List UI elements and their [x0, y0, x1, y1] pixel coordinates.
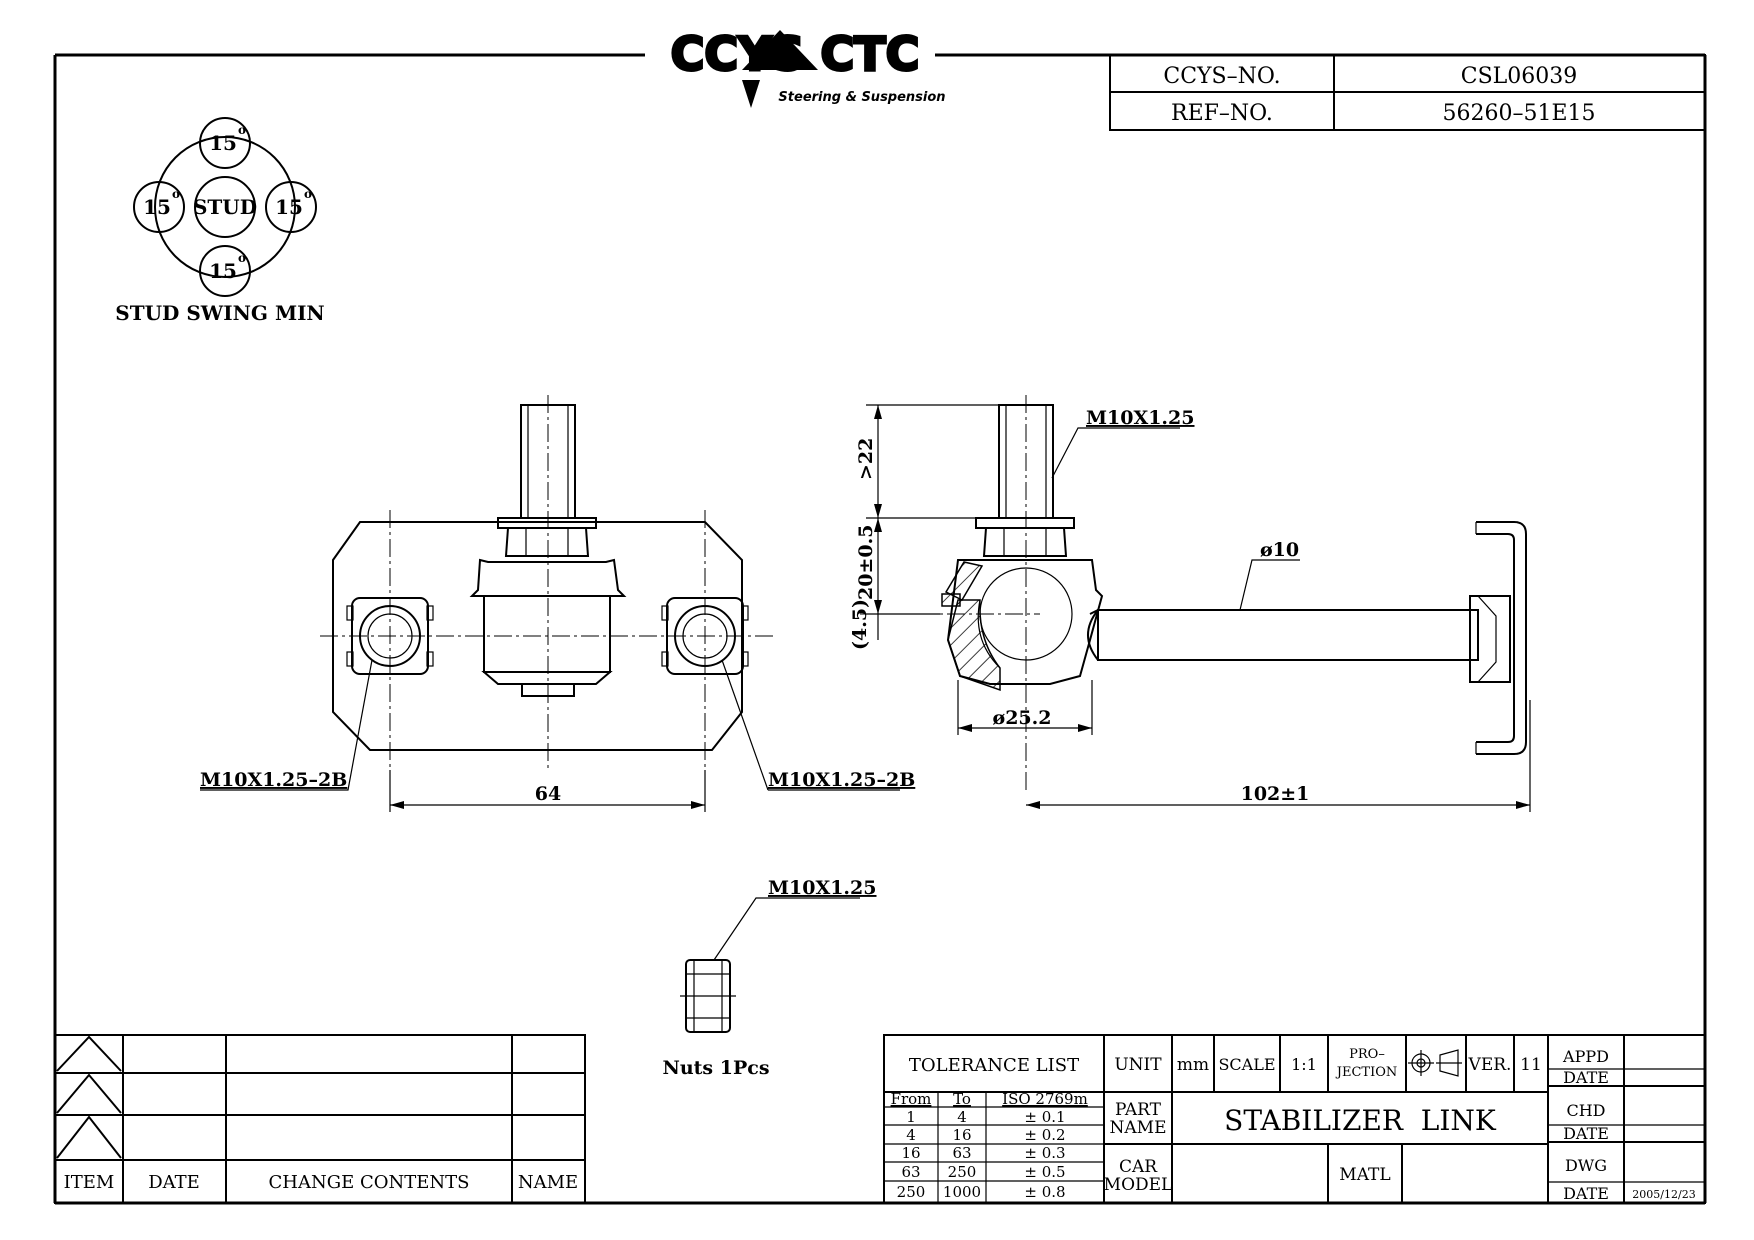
tol-row-4-from: 63 — [901, 1163, 920, 1181]
appd-label: APPD — [1562, 1047, 1609, 1066]
angle-top: 15 — [209, 131, 237, 155]
nut-thread-label: M10X1.25 — [768, 877, 877, 899]
angle-right: 15 — [275, 195, 303, 219]
part-name-label-1: PART — [1115, 1100, 1162, 1120]
stud-swing-caption: STUD SWING MIN — [115, 301, 324, 325]
dim-offset: (4.5) — [849, 599, 871, 650]
tol-row-5-tol: ± 0.8 — [1024, 1183, 1065, 1201]
dwg-date-label: DATE — [1563, 1184, 1609, 1203]
tol-row-2-tol: ± 0.2 — [1024, 1126, 1065, 1144]
scale-label: SCALE — [1218, 1055, 1275, 1074]
tol-row-3-from: 16 — [901, 1144, 920, 1162]
tol-row-2-to: 16 — [952, 1126, 971, 1144]
degree-left: o — [172, 187, 180, 201]
unit-label: UNIT — [1114, 1055, 1162, 1075]
tol-col-from: From — [891, 1090, 932, 1108]
scale-value: 1:1 — [1291, 1055, 1317, 1074]
stud-label: STUD — [193, 195, 257, 219]
dim-height: 20±0.5 — [855, 525, 877, 600]
thread-label-left: M10X1.25–2B — [200, 769, 347, 791]
logo-text: CCYS CTC — [671, 27, 920, 81]
part-name-label-2: NAME — [1110, 1118, 1167, 1138]
tol-row-2-from: 4 — [906, 1126, 916, 1144]
projection-label-2: JECTION — [1335, 1065, 1398, 1080]
projection-label-1: PRO– — [1349, 1047, 1385, 1062]
projection-symbol-icon — [1408, 1049, 1462, 1077]
logo-tagline: Steering & Suspension — [778, 90, 945, 105]
angle-left: 15 — [143, 195, 171, 219]
degree-right: o — [304, 187, 312, 201]
side-view: M10X1.25 ø10 >22 20±0.5 (4.5) ø25.2 102±… — [849, 395, 1531, 812]
stud-thread-label: M10X1.25 — [1086, 407, 1195, 429]
rev-header-item: ITEM — [64, 1172, 115, 1193]
part-name-value: STABILIZER LINK — [1224, 1104, 1497, 1137]
car-model-label-2: MODEL — [1104, 1175, 1173, 1195]
tol-row-3-tol: ± 0.3 — [1024, 1144, 1065, 1162]
car-model-label-1: CAR — [1119, 1157, 1158, 1177]
dwg-label: DWG — [1565, 1156, 1607, 1175]
front-view: M10X1.25–2B M10X1.25–2B 64 — [200, 395, 915, 812]
tol-row-3-to: 63 — [952, 1144, 971, 1162]
ref-no-label: REF–NO. — [1171, 101, 1273, 126]
ver-label: VER. — [1468, 1055, 1512, 1075]
ccys-no-value: CSL06039 — [1461, 64, 1578, 89]
dwg-date-value: 2005/12/23 — [1632, 1188, 1695, 1201]
tol-row-4-tol: ± 0.5 — [1024, 1163, 1065, 1181]
number-block: CCYS–NO. CSL06039 REF–NO. 56260–51E15 — [1109, 54, 1706, 131]
ref-no-value: 56260–51E15 — [1442, 101, 1595, 126]
tol-col-to: To — [953, 1090, 971, 1108]
tol-row-4-to: 250 — [948, 1163, 977, 1181]
drawing-frame — [53, 53, 1707, 1205]
tol-row-1-from: 1 — [906, 1108, 916, 1126]
dim-width: 64 — [535, 783, 561, 805]
appd-date-label: DATE — [1563, 1068, 1609, 1087]
degree-bottom: o — [238, 251, 246, 265]
dim-ball-dia: ø25.2 — [993, 707, 1052, 729]
rev-header-date: DATE — [148, 1172, 200, 1193]
rev-header-change: CHANGE CONTENTS — [269, 1172, 470, 1193]
nut-caption: Nuts 1Pcs — [662, 1057, 769, 1079]
ver-value: 11 — [1520, 1055, 1542, 1075]
unit-value: mm — [1177, 1055, 1209, 1075]
tol-row-1-to: 4 — [957, 1108, 967, 1126]
company-logo: CCYS CTC Steering & Suspension — [660, 26, 946, 108]
tolerance-title: TOLERANCE LIST — [909, 1055, 1079, 1076]
dim-length: 102±1 — [1241, 783, 1310, 805]
rod-dia-label: ø10 — [1260, 539, 1299, 561]
tol-row-1-tol: ± 0.1 — [1024, 1108, 1065, 1126]
chd-date-label: DATE — [1563, 1124, 1609, 1143]
stud-swing-diagram: STUD 15 15 15 15 o o o o STUD SWING MIN — [115, 117, 325, 325]
thread-label-right: M10X1.25–2B — [768, 769, 915, 791]
ccys-no-label: CCYS–NO. — [1163, 64, 1280, 89]
dim-stud-length: >22 — [855, 438, 877, 480]
rev-header-name: NAME — [518, 1172, 578, 1193]
nut-detail: M10X1.25 Nuts 1Pcs — [662, 877, 876, 1079]
tol-row-5-to: 1000 — [943, 1183, 981, 1201]
revision-block: ITEM DATE CHANGE CONTENTS NAME — [54, 1034, 586, 1204]
angle-bottom: 15 — [209, 259, 237, 283]
chd-label: CHD — [1566, 1101, 1605, 1120]
matl-label: MATL — [1339, 1165, 1390, 1185]
tol-row-5-from: 250 — [897, 1183, 926, 1201]
degree-top: o — [238, 123, 246, 137]
tol-col-std: ISO 2769m — [1002, 1090, 1088, 1108]
title-block: TOLERANCE LIST From To ISO 2769m 1 4 ± 0… — [883, 1034, 1706, 1204]
